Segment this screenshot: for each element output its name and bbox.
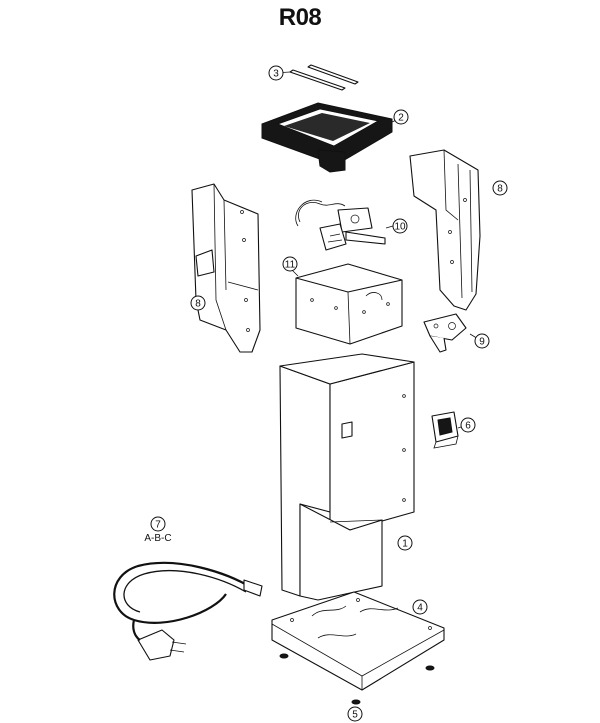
svg-text:5: 5: [352, 710, 358, 721]
part-side-bracket-right: [409, 149, 481, 311]
callout-8-left: 8: [190, 295, 206, 311]
callout-7: 7 A-B-C: [144, 516, 172, 544]
part-switch: [431, 411, 459, 449]
callout-9: 9: [474, 333, 490, 349]
callout-10: 10: [392, 218, 408, 234]
part-open-box: [295, 263, 403, 345]
diagram-title: R08: [278, 4, 322, 31]
part-feet: [279, 653, 435, 705]
callout-1: 1: [397, 535, 413, 551]
svg-text:7: 7: [155, 520, 161, 531]
part-latch: [423, 313, 467, 353]
svg-text:8: 8: [195, 299, 201, 310]
part-tray: [261, 102, 393, 173]
callout-4: 4: [412, 599, 428, 615]
callout-5: 5: [347, 706, 363, 722]
part-rods: [289, 64, 359, 91]
part-base-plate: [271, 591, 445, 691]
part-power-cord: [113, 561, 263, 661]
part-motor: [295, 199, 386, 251]
callout-6: 6: [460, 417, 476, 433]
svg-text:2: 2: [398, 113, 404, 124]
callout-3: 3: [268, 65, 284, 81]
svg-text:8: 8: [497, 184, 503, 195]
callout-7-variants: A-B-C: [144, 533, 171, 544]
svg-text:3: 3: [273, 69, 279, 80]
callout-2: 2: [393, 109, 409, 125]
svg-text:9: 9: [479, 337, 485, 348]
part-cabinet: [279, 353, 415, 601]
callout-11: 11: [282, 256, 298, 272]
part-side-bracket-left: [191, 183, 261, 353]
svg-text:11: 11: [285, 260, 296, 271]
callout-8-right: 8: [492, 180, 508, 196]
svg-text:6: 6: [465, 421, 471, 432]
svg-text:4: 4: [417, 603, 423, 614]
svg-text:10: 10: [394, 222, 406, 233]
svg-text:1: 1: [402, 539, 408, 550]
